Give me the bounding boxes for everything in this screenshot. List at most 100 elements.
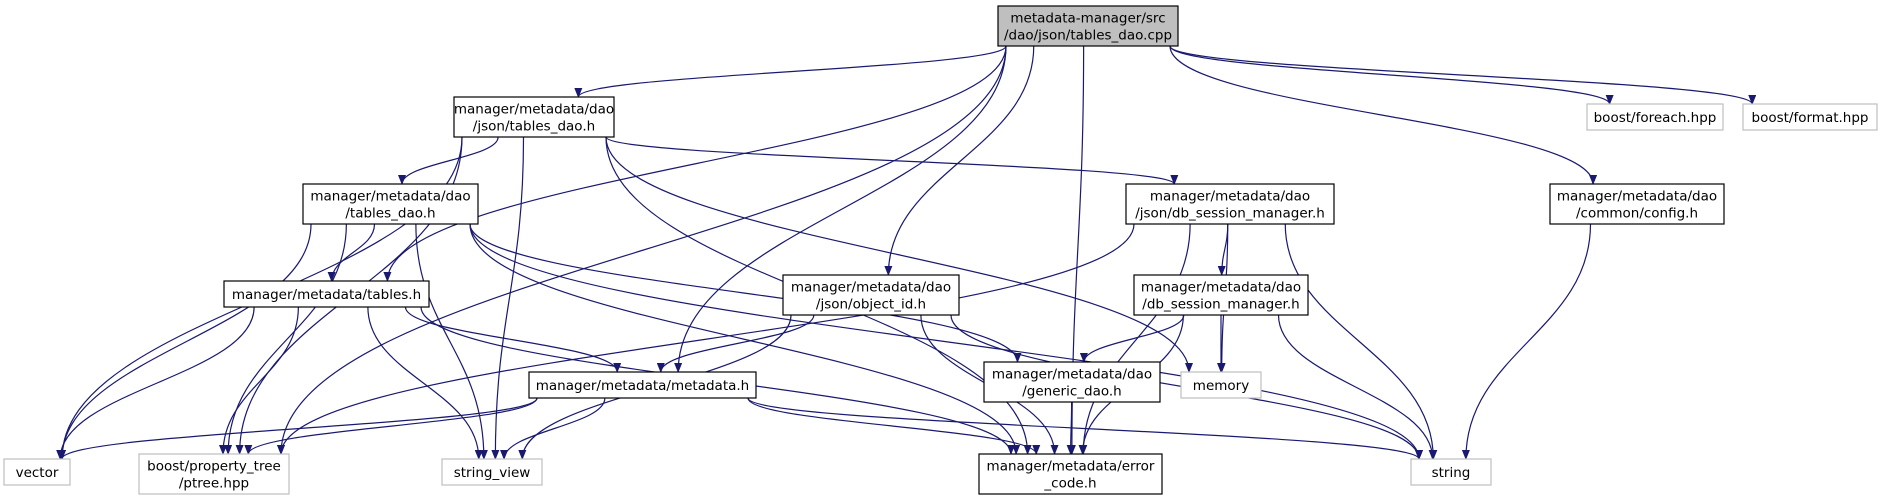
edge-json-tables-dao-to-memory [605, 136, 1193, 373]
edge-tables-dao-to-string [469, 223, 1423, 460]
node-ptree[interactable]: boost/property_tree/ptree.hpp [138, 453, 290, 495]
node-box [782, 274, 960, 316]
edge-metadata-to-string-view [500, 397, 606, 460]
node-root[interactable]: metadata-manager/src/dao/json/tables_dao… [997, 5, 1179, 47]
node-box [1410, 458, 1492, 486]
edge-tables-to-metadata [404, 306, 622, 373]
node-error-code[interactable]: manager/metadata/error_code.h [978, 453, 1163, 495]
edge-json-db-session-manager-to-error-code [1079, 223, 1191, 455]
node-label-line: manager/metadata/dao [1150, 189, 1310, 205]
node-label-line: manager/metadata/tables.h [232, 287, 421, 303]
node-metadata[interactable]: manager/metadata/metadata.h [528, 371, 757, 399]
node-box [1133, 274, 1309, 316]
edge-root-to-boost-foreach [1169, 45, 1614, 105]
node-label-line: /generic_dao.h [1022, 384, 1121, 400]
edge-root-to-json-tables-dao [574, 45, 1007, 98]
edge-tables-dao-to-error-code [469, 223, 1021, 455]
node-label-line: boost/foreach.hpp [1594, 110, 1717, 126]
node-label-line: /json/tables_dao.h [473, 119, 595, 135]
node-box [978, 453, 1163, 495]
node-object-id[interactable]: manager/metadata/dao/json/object_id.h [782, 274, 960, 316]
edge-metadata-to-ptree [244, 397, 538, 455]
node-vector[interactable]: vector [3, 458, 71, 486]
node-box [302, 183, 479, 225]
edge-root-to-metadata [674, 45, 1007, 373]
edge-tables-to-vector [56, 306, 255, 460]
node-string[interactable]: string [1410, 458, 1492, 486]
node-label-line: /tables_dao.h [345, 206, 435, 222]
node-label-line: /common/config.h [1576, 206, 1698, 222]
node-label-line: metadata-manager/src [1010, 11, 1165, 27]
node-label-line: _code.h [1043, 476, 1096, 492]
edge-tables-dao-to-tables [327, 223, 376, 282]
node-box [1549, 183, 1725, 225]
edge-db-session-manager-to-string [1277, 314, 1437, 460]
node-common-config[interactable]: manager/metadata/dao/common/config.h [1549, 183, 1725, 225]
node-box [528, 371, 757, 399]
edge-root-to-boost-format [1169, 45, 1757, 105]
edge-metadata-to-error-code [747, 397, 1041, 455]
node-box [138, 453, 290, 495]
node-memory[interactable]: memory [1180, 371, 1262, 399]
edge-tables-to-string-view [367, 306, 483, 460]
edge-db-session-manager-to-generic-dao [1079, 314, 1185, 363]
edge-tables-dao-to-vector [58, 223, 312, 460]
node-label-line: manager/metadata/dao [791, 280, 951, 296]
edge-json-db-session-manager-to-ptree [277, 223, 1135, 455]
node-box [1180, 371, 1262, 399]
edge-root-to-ptree [277, 45, 1007, 455]
edge-root-to-tables [383, 45, 1007, 282]
node-label-line: boost/property_tree [147, 459, 281, 475]
node-string-view[interactable]: string_view [441, 458, 543, 486]
edge-metadata-to-string [747, 397, 1423, 460]
node-box [997, 5, 1179, 47]
node-box [223, 280, 430, 308]
edge-tables-dao-to-generic-dao [469, 223, 1022, 363]
edge-common-config-to-string [1461, 223, 1592, 460]
node-label-line: string_view [454, 465, 531, 481]
node-json-tables-dao[interactable]: manager/metadata/dao/json/tables_dao.h [453, 96, 615, 138]
node-box [453, 96, 615, 138]
edges-layer [56, 45, 1757, 460]
node-box [983, 361, 1161, 403]
node-label-line: manager/metadata/dao [310, 189, 470, 205]
node-label-line: manager/metadata/dao [1557, 189, 1717, 205]
node-label-line: vector [16, 465, 59, 481]
node-box [1742, 103, 1878, 131]
node-label-line: manager/metadata/error [987, 459, 1155, 475]
node-box [3, 458, 71, 486]
node-generic-dao[interactable]: manager/metadata/dao/generic_dao.h [983, 361, 1161, 403]
edge-generic-dao-to-error-code [1066, 401, 1075, 455]
node-label-line: manager/metadata/dao [1141, 280, 1301, 296]
node-label-line: /db_session_manager.h [1142, 297, 1299, 313]
edge-json-db-session-manager-to-string [1284, 223, 1438, 460]
node-db-session-manager[interactable]: manager/metadata/dao/db_session_manager.… [1133, 274, 1309, 316]
edge-json-tables-dao-to-tables-dao [398, 136, 499, 185]
node-box [441, 458, 543, 486]
node-label-line: /dao/json/tables_dao.cpp [1004, 28, 1172, 44]
edge-object-id-to-metadata [656, 314, 815, 373]
nodes-layer: metadata-manager/src/dao/json/tables_dao… [3, 5, 1878, 495]
node-label-line: /json/object_id.h [816, 297, 926, 313]
node-label-line: string [1432, 465, 1471, 481]
node-tables-dao[interactable]: manager/metadata/dao/tables_dao.h [302, 183, 479, 225]
node-label-line: manager/metadata/dao [992, 367, 1152, 383]
node-label-line: manager/metadata/metadata.h [536, 378, 749, 394]
node-label-line: manager/metadata/dao [454, 102, 614, 118]
edge-root-to-object-id [884, 45, 1035, 276]
edge-metadata-to-vector [58, 397, 538, 460]
node-boost-format[interactable]: boost/format.hpp [1742, 103, 1878, 131]
edge-root-to-common-config [1169, 45, 1598, 185]
node-label-line: memory [1193, 378, 1249, 394]
node-json-db-session-manager[interactable]: manager/metadata/dao/json/db_session_man… [1125, 183, 1335, 225]
edge-json-tables-dao-to-string-view [491, 136, 525, 460]
node-label-line: boost/format.hpp [1752, 110, 1869, 126]
edge-tables-dao-to-ptree [224, 223, 347, 455]
node-box [1586, 103, 1724, 131]
node-boost-foreach[interactable]: boost/foreach.hpp [1586, 103, 1724, 131]
node-tables[interactable]: manager/metadata/tables.h [223, 280, 430, 308]
edge-tables-to-ptree [219, 306, 299, 455]
node-label-line: /ptree.hpp [179, 476, 249, 492]
edge-tables-dao-to-string-view [415, 223, 488, 460]
